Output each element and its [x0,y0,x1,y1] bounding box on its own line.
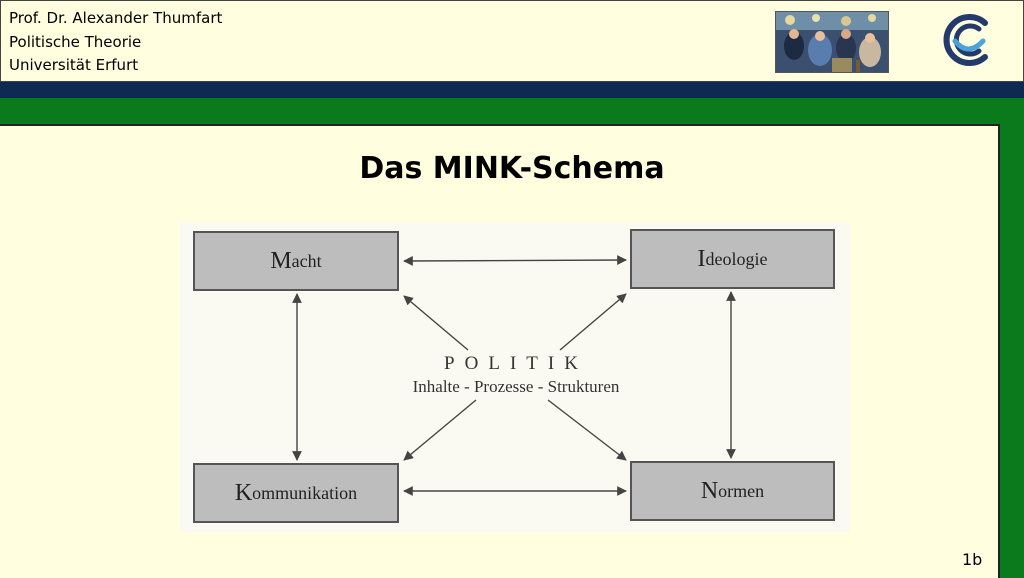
box-ideologie-initial: I [697,245,706,272]
author-name: Prof. Dr. Alexander Thumfart [9,9,223,27]
header-text: Prof. Dr. Alexander Thumfart Politische … [9,7,222,78]
arrow-politik-ideologie [559,293,627,351]
arrow-macht-ideologie [403,255,627,266]
box-macht-initial: M [270,247,292,274]
box-normen-initial: N [700,477,719,504]
arrow-politik-kommunikation [403,399,477,461]
box-kommunikation-label: ommunikation [252,482,358,503]
box-kommunikation-initial: K [234,479,253,506]
politik-center: POLITIK Inhalte - Prozesse - Strukturen [366,352,666,398]
page-number: 1b [962,550,983,569]
box-ideologie-label: deologie [705,248,768,269]
box-macht-label: acht [291,250,322,271]
arrow-politik-normen [547,399,627,461]
course-name: Politische Theorie [9,32,142,51]
politik-title: POLITIK [444,353,588,374]
university-erfurt-logo [939,11,997,69]
university-name: Universität Erfurt [9,56,139,74]
politik-subtitle: Inhalte - Prozesse - Strukturen [412,377,620,396]
box-normen-label: ormen [718,480,765,501]
header-divider-bar [0,82,1024,98]
slide-title: Das MINK-Schema [359,151,665,186]
crowd-painting-image [775,11,889,73]
arrow-politik-macht [403,295,469,351]
slide-header: Prof. Dr. Alexander Thumfart Politische … [0,0,1024,82]
